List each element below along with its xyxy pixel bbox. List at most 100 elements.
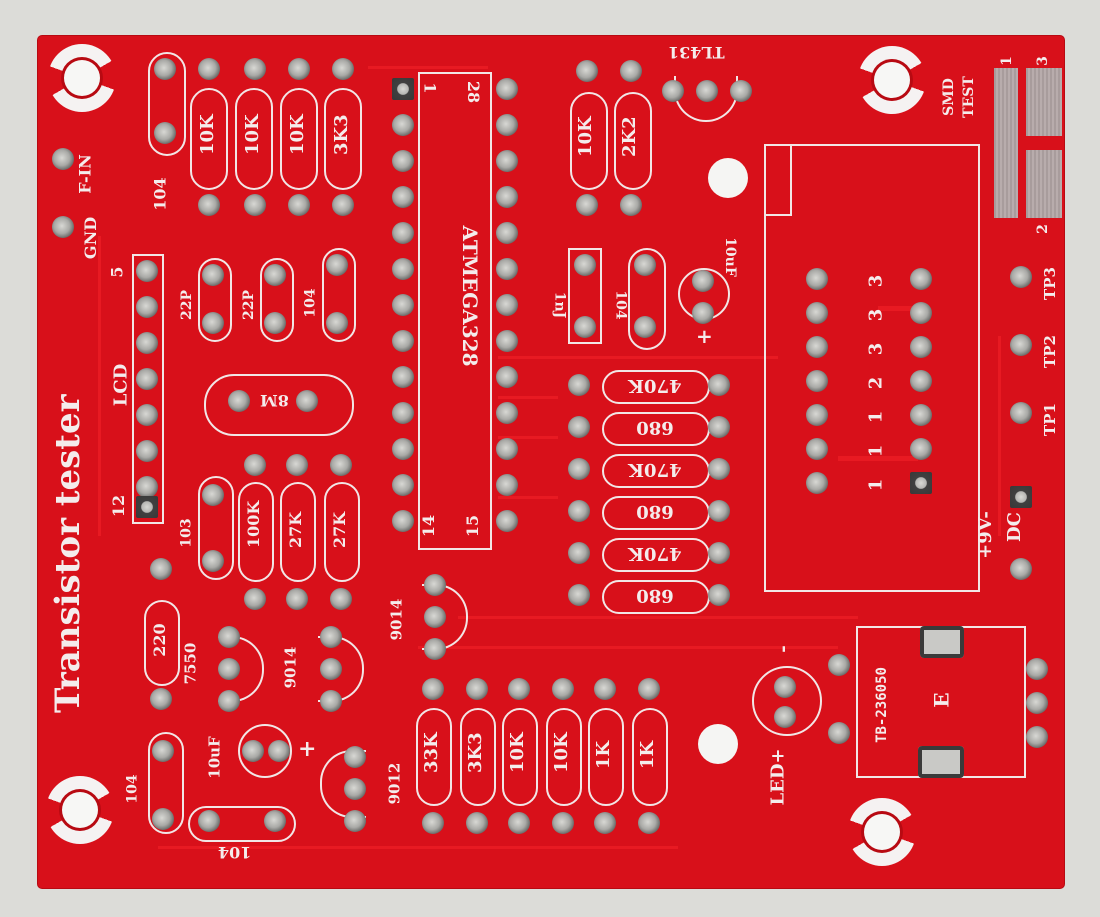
pcb-board: Transistor tester F-IN GND 104 10K 10K 1… [38, 36, 1064, 888]
socket-pad [806, 404, 828, 426]
resistor-outline [280, 88, 318, 190]
tp1-pad [1010, 402, 1032, 424]
led-label: LED+ [767, 748, 789, 806]
smd-label: SMD [940, 78, 957, 116]
plus-sign: + [696, 324, 713, 348]
encoder-label: TB-236050 [873, 667, 890, 743]
resistor-outline [502, 708, 538, 806]
pad [288, 194, 310, 216]
smd-pin-3: 3 [1034, 56, 1051, 66]
mcu-pin [496, 438, 518, 460]
socket-pad [910, 370, 932, 392]
pad [662, 80, 684, 102]
socket-pin-label: 1 [865, 478, 887, 492]
lcd-pad [136, 296, 158, 318]
q1-label: 9014 [281, 646, 300, 689]
drill-hole [698, 724, 738, 764]
pad [344, 810, 366, 832]
pad [568, 500, 590, 522]
pad [218, 690, 240, 712]
socket-pin-label: 2 [865, 376, 887, 390]
pad [638, 678, 660, 700]
resistor-label: 10K [551, 732, 572, 773]
smd-pad-1 [994, 68, 1018, 218]
pad [202, 312, 224, 334]
pad [150, 558, 172, 580]
pad [708, 500, 730, 522]
cap-outline [198, 476, 234, 580]
pad [326, 312, 348, 334]
power-pad-pos [1010, 558, 1032, 580]
pad [424, 606, 446, 628]
smd-pin-2: 2 [1034, 224, 1051, 234]
socket-pad [806, 438, 828, 460]
pad [330, 588, 352, 610]
pad [730, 80, 752, 102]
resistor-outline [324, 482, 360, 582]
pad [568, 416, 590, 438]
resistor-outline [144, 600, 180, 686]
mcu-pin [392, 438, 414, 460]
mcu-label: ATMEGA328 [458, 225, 482, 367]
trace [458, 616, 858, 619]
resistor-outline [190, 88, 228, 190]
pad [708, 584, 730, 606]
pad [344, 778, 366, 800]
resistor-label: 10K [287, 114, 308, 155]
mcu-pin [392, 474, 414, 496]
pad [620, 194, 642, 216]
power-label: +9V- [974, 511, 996, 559]
socket-pad [806, 268, 828, 290]
resistor-label: 10K [197, 114, 218, 155]
pad [152, 808, 174, 830]
cap-label-10uf: 10uF [205, 736, 224, 779]
mounting-hole [858, 46, 926, 114]
resistor-label: 10K [575, 116, 596, 157]
pad [152, 740, 174, 762]
pad [198, 810, 220, 832]
mcu-pin28-label: 28 [464, 80, 484, 104]
pad [326, 254, 348, 276]
resistor-label: 470K [628, 375, 682, 396]
trace [418, 646, 838, 649]
pad [424, 574, 446, 596]
mcu-pin [496, 114, 518, 136]
label-cap-104: 104 [150, 177, 170, 211]
socket-pad [806, 336, 828, 358]
resistor-label: 100K [244, 500, 263, 548]
lcd-pad [136, 368, 158, 390]
pad [218, 658, 240, 680]
q3-label: 9012 [385, 762, 404, 805]
socket-pad [910, 336, 932, 358]
resistor-label: 10K [242, 114, 263, 155]
pad [692, 270, 714, 292]
pad [638, 812, 660, 834]
mcu-pin [392, 294, 414, 316]
lcd-pad [136, 476, 158, 498]
mcu-pin [392, 258, 414, 280]
pad [244, 194, 266, 216]
led-outline [752, 666, 822, 736]
pad [708, 542, 730, 564]
pad [634, 316, 656, 338]
lcd-pad-square [136, 496, 158, 518]
resistor-outline [570, 92, 608, 190]
pad-f-in [52, 148, 74, 170]
pad [264, 312, 286, 334]
mcu-pin [392, 150, 414, 172]
resistor-outline [632, 708, 668, 806]
cap-label-104: 104 [612, 290, 629, 320]
lcd-label: LCD [110, 363, 132, 407]
reg-label: 7550 [181, 642, 200, 685]
pad [286, 454, 308, 476]
lcd-header-outline [132, 254, 164, 524]
pad [508, 678, 530, 700]
pad [576, 60, 598, 82]
pad [1026, 658, 1048, 680]
pad [150, 688, 172, 710]
pad [708, 458, 730, 480]
cap-outline [628, 248, 666, 350]
resistor-label: 1K [593, 740, 614, 770]
resistor-label: 680 [636, 417, 674, 438]
pad [568, 542, 590, 564]
